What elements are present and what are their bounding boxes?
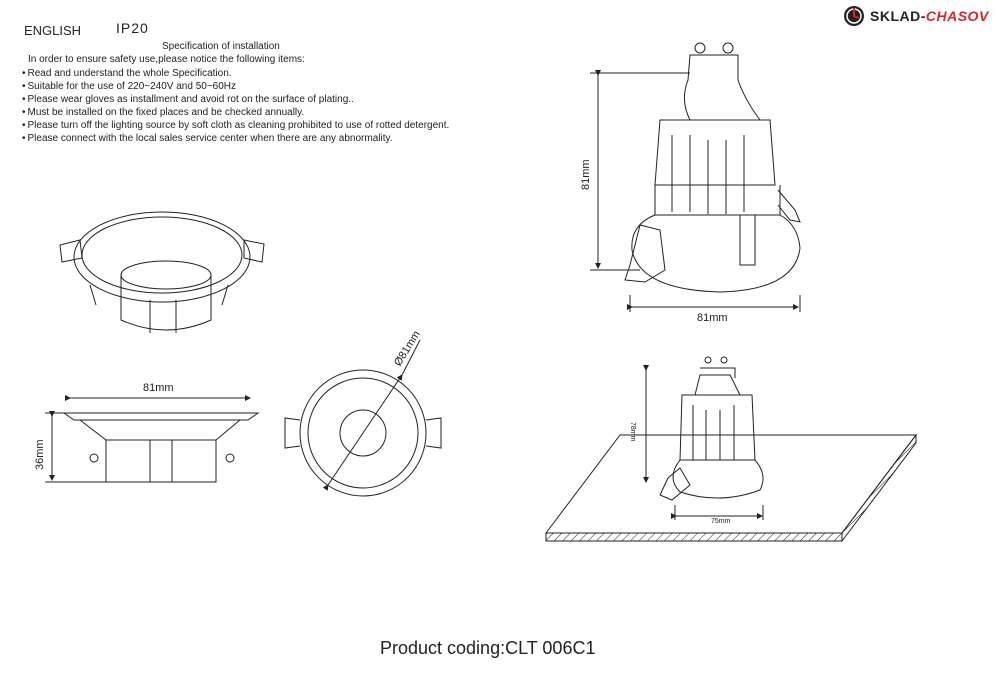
- side-width-label: 81mm: [143, 382, 174, 394]
- ip-rating: IP20: [116, 20, 149, 36]
- installation-drawing: [544, 356, 918, 543]
- top-view-drawing: [284, 339, 442, 497]
- side-view-drawing: [45, 395, 260, 483]
- spec-item: Please turn off the lighting source by s…: [22, 119, 450, 132]
- spec-item: Please connect with the local sales serv…: [22, 132, 449, 145]
- language-label: ENGLISH: [24, 23, 82, 38]
- spec-item: Must be installed on the fixed places an…: [22, 106, 449, 119]
- cutout-label: 75mm: [711, 518, 731, 525]
- spec-item: Suitable for the use of 220~240V and 50~…: [22, 80, 449, 93]
- clock-icon: [844, 6, 864, 26]
- spec-list: Read and understand the whole Specificat…: [22, 67, 450, 145]
- logo-text-2: CHASOV: [925, 8, 989, 24]
- product-code: Product coding:CLT 006C1: [380, 638, 596, 658]
- side-height-label: 36mm: [34, 439, 46, 470]
- spec-title: Specification of installation: [162, 41, 280, 52]
- brand-logo: SKLAD-CHASOV: [843, 5, 989, 27]
- lamp-width-label: 81mm: [697, 312, 728, 324]
- logo-text-1: SKLAD-: [870, 8, 926, 24]
- spec-item: Please wear gloves as installment and av…: [22, 93, 449, 106]
- install-height-label: 78mm: [629, 422, 636, 442]
- trim-perspective-drawing: [59, 211, 265, 333]
- lamp-height-label: 81mm: [580, 159, 592, 190]
- lamp-elevation-drawing: [590, 42, 801, 312]
- spec-item: Read and understand the whole Specificat…: [22, 67, 449, 80]
- spec-intro: In order to ensure safety use,please not…: [28, 54, 305, 65]
